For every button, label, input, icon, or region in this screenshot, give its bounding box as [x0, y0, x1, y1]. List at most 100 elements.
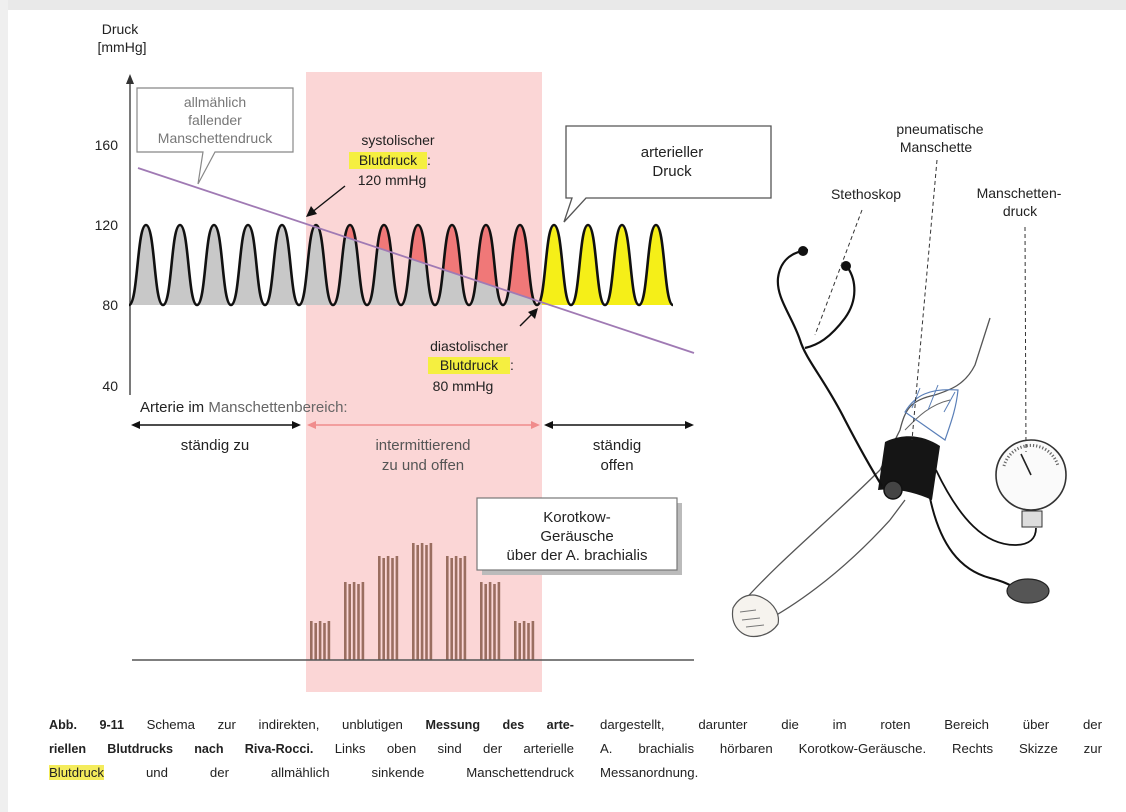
callout-korotkow: Korotkow- Geräusche über der A. brachial… — [476, 497, 682, 575]
korotkow-bar-stroke — [378, 556, 381, 660]
caption-left: Abb. 9-11 Schema zur indirekten, unbluti… — [49, 713, 574, 785]
hand-fingers — [739, 609, 765, 628]
diastolic-value: 80 mmHg — [433, 378, 494, 394]
korotkow-bar-stroke — [327, 621, 331, 660]
korotkow-bar-stroke — [395, 556, 399, 660]
label-manschettendruck-line2: druck — [1003, 203, 1038, 219]
korotkow-bar-stroke — [352, 582, 356, 660]
diastolic-label: diastolischer Blutdruck : 80 mmHg — [428, 308, 538, 394]
korotkow-bar-stroke — [386, 556, 390, 660]
state-intermittent-line2: zu und offen — [382, 457, 464, 474]
stethoscope-chestpiece-icon — [883, 480, 903, 500]
korotkow-line1: Korotkow- — [543, 509, 611, 526]
caption-left-line2: riellen Blutdrucks nach Riva-Rocci. Link… — [49, 741, 574, 756]
tick-label-160: 160 — [95, 137, 119, 153]
callout-arterial-line1: arterieller — [641, 144, 704, 161]
korotkow-bar-stroke — [357, 584, 360, 660]
korotkow-bar — [412, 543, 433, 660]
callout-cuff-pressure: allmählich fallender Manschettendruck — [136, 87, 294, 185]
korotkow-bar — [344, 582, 365, 660]
korotkow-bar-stroke — [493, 584, 496, 660]
korotkow-bar-stroke — [323, 623, 326, 660]
korotkow-bar-stroke — [514, 621, 517, 660]
caption-right-line3: Messanordnung. — [600, 765, 699, 780]
state-arrows — [131, 421, 694, 429]
korotkow-bar-stroke — [318, 621, 322, 660]
korotkow-line2: Geräusche — [540, 528, 613, 545]
korotkow-bar — [378, 556, 399, 660]
korotkow-bar-stroke — [480, 582, 483, 660]
korotkow-bar — [514, 621, 535, 660]
pointer-stethoscope — [814, 209, 863, 336]
left-border — [0, 0, 8, 812]
korotkow-bar-stroke — [425, 545, 428, 660]
korotkow-bars — [310, 543, 535, 660]
label-stethoskop: Stethoskop — [831, 186, 901, 202]
artery-state-label: Arterie im Manschettenbereich: — [140, 399, 348, 416]
pointer-gauge — [1024, 226, 1027, 453]
state-intermittent-line1: intermittierend — [375, 437, 470, 454]
state-open-line1: ständig — [593, 437, 641, 454]
state-closed-label: ständig zu — [181, 437, 249, 454]
caption-right-line2: A. brachialis hörbaren Korotkow-Geräusch… — [600, 741, 1102, 756]
korotkow-bar-stroke — [463, 556, 467, 660]
korotkow-bar-stroke — [344, 582, 347, 660]
tick-label-120: 120 — [95, 217, 119, 233]
fill-always-closed — [129, 225, 306, 305]
korotkow-bar-stroke — [429, 543, 433, 660]
callout-arterial-line2: Druck — [652, 163, 692, 180]
korotkow-bar-stroke — [459, 558, 462, 660]
korotkow-bar-stroke — [416, 545, 419, 660]
gauge-scale — [1002, 443, 1060, 467]
korotkow-bar-stroke — [497, 582, 501, 660]
top-border — [0, 0, 1126, 10]
hand-icon — [731, 594, 780, 637]
korotkow-bar-stroke — [450, 558, 453, 660]
callout-cuff-line2: fallender — [188, 112, 242, 128]
korotkow-bar-stroke — [446, 556, 449, 660]
korotkow-bar-stroke — [484, 584, 487, 660]
diastolic-colon: : — [510, 357, 514, 373]
systolic-line1: systolischer — [361, 132, 434, 148]
korotkow-bar-stroke — [391, 558, 394, 660]
tube-to-bulb — [929, 497, 1023, 598]
diastolic-highlight: Blutdruck — [440, 357, 499, 373]
systolic-colon: : — [427, 152, 431, 168]
stethoscope-earpiece-left — [798, 246, 808, 256]
sleeve-hatching — [911, 384, 956, 413]
gauge-stem — [1021, 510, 1043, 528]
korotkow-bar-stroke — [518, 623, 521, 660]
y-axis-unit: [mmHg] — [98, 39, 147, 55]
korotkow-bar-stroke — [412, 543, 415, 660]
korotkow-bar-stroke — [314, 623, 317, 660]
korotkow-bar-stroke — [454, 556, 458, 660]
stethoscope-earpiece-right — [841, 261, 851, 271]
korotkow-bar-stroke — [348, 584, 351, 660]
tick-label-40: 40 — [102, 378, 118, 394]
cuff-pressure-line — [137, 167, 695, 354]
korotkow-line3: über der A. brachialis — [507, 547, 648, 564]
y-axis-arrow — [126, 74, 134, 84]
caption-right-line1: dargestellt, darunter die im roten Berei… — [600, 717, 1102, 732]
korotkow-bar — [446, 556, 467, 660]
callout-cuff-line3: Manschettendruck — [158, 130, 273, 146]
pointer-cuff — [911, 159, 938, 441]
systolic-label: systolischer Blutdruck : 120 mmHg — [306, 132, 435, 217]
callout-cuff-line1: allmählich — [184, 94, 246, 110]
arterial-pressure-curve — [127, 223, 675, 307]
label-manschettendruck-line1: Manschetten- — [977, 185, 1062, 201]
inflation-bulb-icon — [1006, 578, 1050, 604]
korotkow-bar-stroke — [488, 582, 492, 660]
korotkow-bar-stroke — [531, 621, 535, 660]
korotkow-bar-stroke — [527, 623, 530, 660]
caption-right: dargestellt, darunter die im roten Berei… — [600, 713, 1102, 785]
measurement-sketch: Stethoskop pneumatische Manschette Mansc… — [731, 121, 1067, 637]
y-axis-title: Druck — [102, 21, 140, 37]
korotkow-bar — [310, 621, 331, 660]
state-open-line2: offen — [600, 457, 633, 474]
diastolic-line1: diastolischer — [430, 338, 508, 354]
korotkow-bar-stroke — [361, 582, 365, 660]
arm-outline-upper — [741, 317, 991, 604]
korotkow-bar-stroke — [420, 543, 424, 660]
korotkow-bar-stroke — [382, 558, 385, 660]
